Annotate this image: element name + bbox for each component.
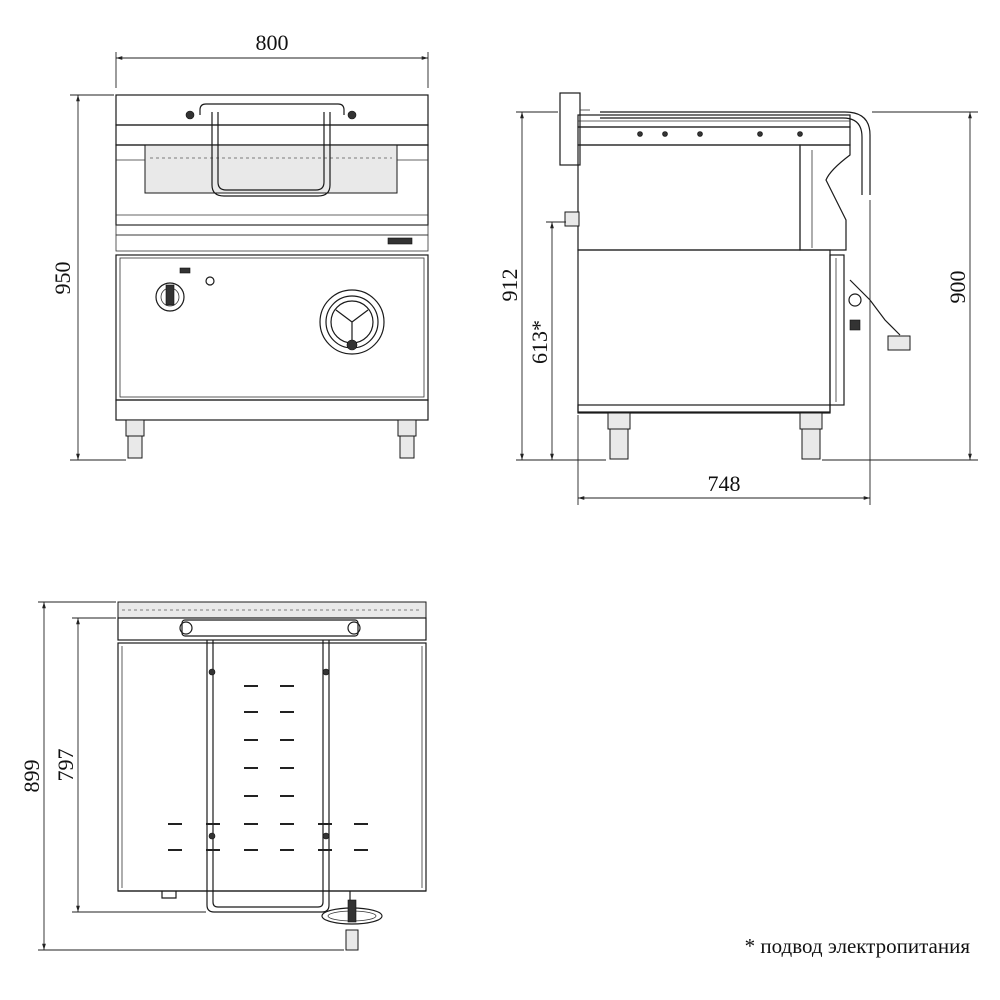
dim-front-width: 800 — [256, 30, 289, 55]
side-pan-spout — [799, 144, 851, 251]
front-top-rail — [115, 94, 429, 126]
front-vent-panel — [144, 144, 398, 194]
side-leg-left-upper — [607, 412, 631, 430]
top-lid — [117, 642, 427, 892]
side-leg-right-upper — [799, 412, 823, 430]
side-cabinet — [577, 249, 831, 413]
dim-side-height-right: 900 — [945, 271, 970, 304]
dim-top-depth-total: 899 — [19, 760, 44, 793]
front-mid-band — [115, 234, 429, 252]
front-lid-band — [115, 124, 429, 146]
side-tilt-crank — [849, 279, 901, 336]
dim-side-power-height: 613* — [527, 320, 552, 364]
front-base — [115, 399, 429, 421]
dim-side-depth: 748 — [708, 471, 741, 496]
dim-top-depth-body: 797 — [53, 749, 78, 782]
side-view: 912 613* 900 748 — [497, 92, 978, 505]
front-leg-right-upper — [397, 419, 417, 437]
front-handle-top — [199, 103, 345, 115]
side-leg-right — [801, 428, 821, 460]
front-badge — [387, 237, 413, 245]
front-thermostat-knob — [155, 282, 185, 312]
knob-pointer-icon — [165, 284, 175, 306]
top-view: 899 797 — [19, 601, 427, 951]
front-tilt-wheel — [319, 289, 385, 355]
top-wheel-grip — [345, 929, 359, 951]
top-rear-ledge — [117, 617, 427, 641]
side-rear-upstand — [559, 92, 581, 166]
footnote-power-supply: * подвод электропитания — [745, 934, 971, 958]
indicator-lamp-icon — [179, 267, 191, 274]
front-leg-left — [127, 435, 143, 459]
front-view: 800 950 — [50, 30, 429, 461]
dim-side-height-left: 912 — [497, 269, 522, 302]
top-vent-slots — [168, 685, 368, 851]
side-handle — [600, 111, 871, 195]
side-leg-left — [609, 428, 629, 460]
side-pan-body — [577, 144, 801, 251]
top-handle-bar — [181, 619, 359, 637]
front-leg-right — [399, 435, 415, 459]
side-rim-band — [577, 126, 851, 146]
front-handle-loop — [211, 112, 331, 197]
power-inlet-icon — [564, 211, 580, 227]
front-leg-left-upper — [125, 419, 145, 437]
indicator-light-icon — [205, 276, 215, 286]
side-crank-grip — [887, 335, 911, 351]
dim-front-height: 950 — [50, 262, 75, 295]
top-handle-loop — [206, 640, 330, 913]
front-cabinet — [115, 254, 429, 401]
side-door-edge — [829, 254, 845, 406]
front-mid-strip — [115, 224, 429, 236]
